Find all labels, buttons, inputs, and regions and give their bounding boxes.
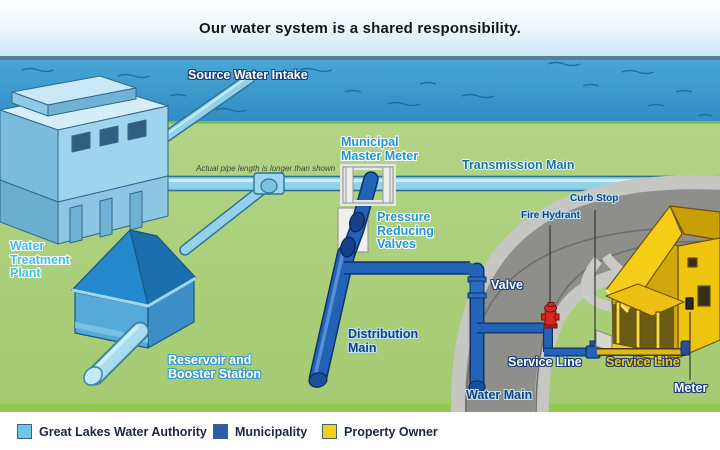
- legend: Great Lakes Water Authority Municipality…: [0, 412, 720, 450]
- wave-marks: [21, 61, 713, 117]
- page-title: Our water system is a shared responsibil…: [199, 19, 521, 37]
- source-water-intake-pipe: [154, 72, 256, 147]
- legend-label-authority: Great Lakes Water Authority: [39, 424, 207, 439]
- house-illustration: [595, 205, 720, 363]
- meter-device: [685, 297, 694, 310]
- legend-item-property-owner: Property Owner: [322, 424, 438, 439]
- valve-fitting: [467, 276, 487, 299]
- reservoir-inlet-pipe: [179, 182, 270, 256]
- municipal-pipes: [308, 171, 601, 394]
- title-separator: [0, 56, 720, 60]
- legend-label-municipality: Municipality: [235, 424, 308, 439]
- legend-swatch-municipality: [213, 424, 228, 439]
- municipal-master-meter-frame: [340, 164, 396, 206]
- legend-item-municipality: Municipality: [213, 424, 307, 439]
- water-treatment-plant-illustration: [0, 75, 169, 245]
- shoreline: [0, 121, 720, 124]
- leader-lines: [549, 210, 691, 380]
- service-line-pipe-owner: [597, 340, 691, 356]
- legend-item-authority: Great Lakes Water Authority: [17, 424, 207, 439]
- bottom-green-strip: [0, 404, 720, 412]
- legend-label-property-owner: Property Owner: [344, 424, 438, 439]
- title-bar: Our water system is a shared responsibil…: [0, 0, 720, 56]
- pressure-reducing-valves-fittings: [340, 211, 365, 258]
- fire-hydrant-icon: [541, 302, 560, 329]
- reservoir-outlet-pipe: [83, 321, 150, 386]
- legend-swatch-authority: [17, 424, 32, 439]
- legend-swatch-property-owner: [322, 424, 337, 439]
